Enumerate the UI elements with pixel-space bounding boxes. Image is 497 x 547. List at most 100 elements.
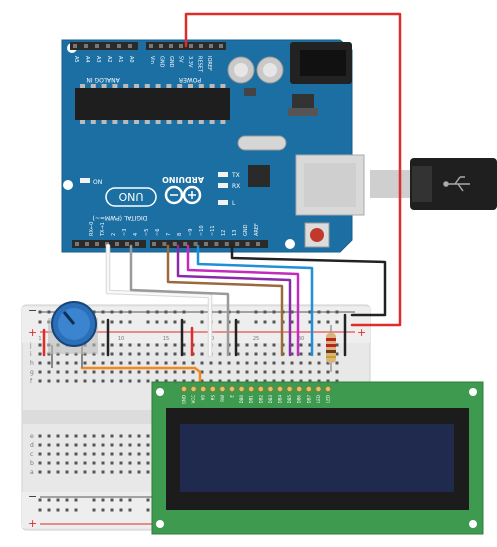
breadboard-hole — [173, 352, 177, 356]
header-pin[interactable] — [245, 242, 250, 246]
mcu-leg — [101, 84, 107, 88]
breadboard-hole — [146, 443, 150, 447]
analog-pin-label: A1 — [117, 56, 123, 63]
lcd-pin-label: LED — [316, 395, 321, 403]
power-pin-label: RESET — [197, 56, 203, 73]
breadboard-hole — [272, 379, 276, 383]
lcd-pin[interactable] — [315, 385, 322, 393]
breadboard-hole — [326, 310, 330, 314]
header-pin[interactable] — [149, 44, 153, 48]
lcd-pin[interactable] — [305, 385, 313, 393]
breadboard-hole — [137, 370, 141, 374]
header-pin[interactable] — [75, 242, 79, 246]
header-pin[interactable] — [73, 44, 77, 48]
header-pin[interactable] — [179, 44, 183, 48]
breadboard-hole — [47, 434, 51, 438]
digital-pin-label: 13 — [232, 230, 238, 236]
breadboard-hole — [281, 361, 285, 365]
lcd-pin[interactable] — [180, 385, 188, 393]
breadboard-hole — [308, 320, 312, 324]
breadboard-hole — [101, 310, 105, 314]
lcd-pin[interactable] — [267, 385, 274, 393]
row-letter: f — [30, 378, 33, 385]
lcd-pin[interactable] — [257, 385, 265, 393]
header-pin[interactable] — [162, 242, 167, 246]
breadboard-hole — [272, 361, 276, 365]
breadboard-hole — [146, 461, 150, 465]
header-pin[interactable] — [204, 242, 208, 246]
breadboard-hole — [209, 370, 213, 374]
reset-button-cap[interactable] — [310, 228, 324, 242]
usb-symbol-icon — [443, 176, 470, 192]
header-pin[interactable] — [199, 44, 203, 48]
breadboard-hole — [47, 498, 51, 502]
header-pin[interactable] — [106, 44, 110, 48]
breadboard-hole — [146, 434, 150, 438]
row-letter: j — [29, 342, 32, 349]
header-pin[interactable] — [193, 242, 198, 246]
header-pin[interactable] — [152, 242, 156, 246]
header-pin[interactable] — [214, 242, 219, 246]
breadboard-hole — [317, 320, 321, 324]
header-pin[interactable] — [117, 44, 121, 48]
header-pin[interactable] — [115, 242, 119, 246]
breadboard-hole — [335, 320, 339, 324]
lcd-pin[interactable] — [247, 385, 255, 393]
header-pin[interactable] — [135, 242, 139, 246]
lcd-pin[interactable] — [219, 385, 226, 393]
header-pin[interactable] — [209, 44, 213, 48]
header-pin[interactable] — [219, 44, 223, 48]
digital-pin-label: ~11 — [210, 225, 216, 236]
analog-pin-label: A2 — [106, 56, 112, 63]
header-pin[interactable] — [128, 44, 132, 48]
header-pin[interactable] — [125, 242, 129, 246]
breadboard-hole — [227, 370, 231, 374]
header-pin[interactable] — [224, 242, 229, 246]
breadboard-hole — [164, 352, 168, 356]
breadboard-hole — [254, 361, 258, 365]
digital-header-title: DIGITAL (PWM=~) — [93, 214, 148, 221]
header-pin[interactable] — [95, 242, 99, 246]
breadboard-hole — [245, 361, 249, 365]
header-pin[interactable] — [159, 44, 163, 48]
arduino-logo: UNO ARDUINO — [105, 175, 204, 207]
breadboard-hole — [299, 352, 303, 356]
lcd-pin[interactable] — [190, 385, 197, 393]
digital-pin-label: ~5 — [144, 229, 150, 236]
potentiometer[interactable] — [48, 301, 98, 368]
breadboard-hole — [47, 379, 51, 383]
breadboard-hole — [290, 320, 294, 324]
header-pin[interactable] — [183, 242, 188, 246]
header-pin[interactable] — [256, 242, 260, 246]
header-pin[interactable] — [84, 44, 88, 48]
lcd-pin[interactable] — [295, 385, 303, 393]
lcd-pin-label: LED — [326, 395, 331, 403]
breadboard-hole — [74, 361, 78, 365]
header-pin[interactable] — [172, 242, 177, 246]
breadboard-hole — [110, 452, 114, 456]
wire-orange — [80, 366, 202, 392]
breadboard-hole — [74, 434, 78, 438]
breadboard-hole — [119, 361, 123, 365]
header-pin[interactable] — [189, 44, 193, 48]
row-letter: h — [30, 360, 34, 367]
lcd-pin[interactable] — [228, 385, 236, 393]
breadboard-hole — [128, 452, 132, 456]
lcd-pin[interactable] — [238, 385, 245, 393]
lcd-pin[interactable] — [324, 385, 332, 393]
lcd-pin[interactable] — [199, 385, 207, 393]
rx-label: RX — [232, 183, 240, 190]
breadboard-hole — [56, 443, 60, 447]
breadboard-hole — [74, 443, 78, 447]
breadboard-hole — [254, 352, 258, 356]
lcd-pin[interactable] — [276, 385, 284, 393]
header-pin[interactable] — [235, 242, 240, 246]
breadboard-hole — [272, 352, 276, 356]
header-pin[interactable] — [169, 44, 173, 48]
header-pin[interactable] — [85, 242, 89, 246]
lcd-pin[interactable] — [209, 385, 217, 393]
lcd-pin[interactable] — [286, 385, 293, 393]
header-pin[interactable] — [95, 44, 99, 48]
breadboard-hole — [218, 352, 222, 356]
